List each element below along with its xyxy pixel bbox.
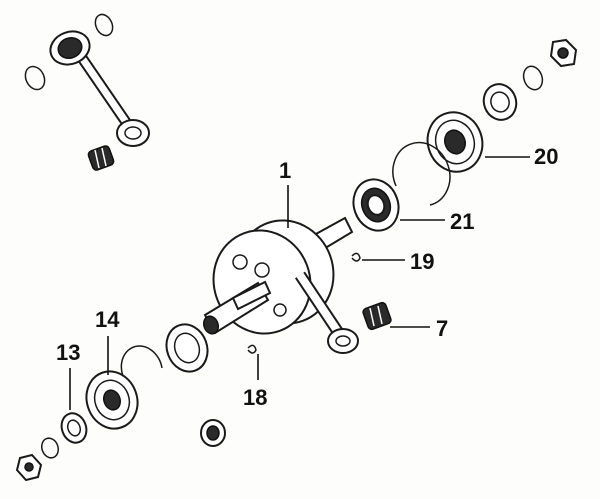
crankshaft xyxy=(202,216,359,354)
callout-7: 7 xyxy=(436,316,448,341)
top-washer xyxy=(94,13,114,37)
connecting-rod-small xyxy=(49,30,150,147)
woodruff-key xyxy=(200,419,226,447)
left-washer-small xyxy=(40,437,60,459)
callout-13: 13 xyxy=(56,340,80,365)
needle-bearing-small xyxy=(87,145,115,171)
main-bearing-14 xyxy=(85,370,139,430)
callout-18: 18 xyxy=(243,385,267,410)
left-shaft-parts xyxy=(15,323,226,482)
connecting-rod-detail xyxy=(24,13,150,171)
small-clip-19 xyxy=(351,252,361,262)
main-bearing-right xyxy=(426,111,484,173)
needle-bearing-7 xyxy=(362,301,392,331)
callout-1: 1 xyxy=(279,158,291,183)
left-washer xyxy=(24,65,46,91)
callout-14: 14 xyxy=(95,307,120,332)
oil-seal-left xyxy=(165,323,209,373)
small-clip-18 xyxy=(247,344,257,354)
callout-21: 21 xyxy=(450,209,474,234)
shaft-nut xyxy=(549,38,578,68)
callout-20: 20 xyxy=(534,144,558,169)
shaft-collar xyxy=(482,83,518,121)
shaft-washer xyxy=(522,65,544,91)
callout-19: 19 xyxy=(410,249,434,274)
spacer-13 xyxy=(60,412,88,444)
circlip-right xyxy=(392,141,451,206)
right-shaft-parts xyxy=(352,38,578,232)
left-shaft-nut xyxy=(15,453,43,482)
oil-seal-right xyxy=(352,178,400,232)
